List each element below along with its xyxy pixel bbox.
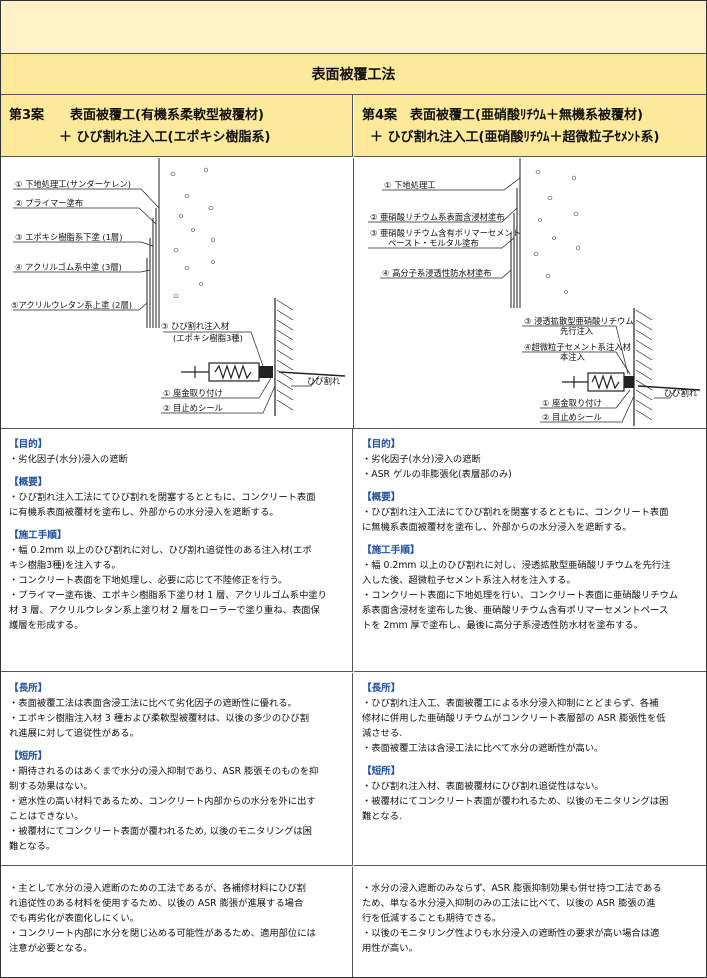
- case3-procedure-line: キシ樹脂3種)を注入する。: [9, 560, 121, 571]
- case3-overview-line: に有機系表面被覆材を塗布し、外部からの水分浸入を遮断する。: [9, 507, 279, 518]
- case4-merit-line: ・ひび割れ注入工、表面被覆工による水分浸入抑制にとどまらず、各補: [362, 698, 659, 709]
- case4-procedure-line: トを 2mm 厚で塗布し、最後に高分子系浸透性防水材を塗布する。: [362, 620, 643, 631]
- case3-summary-line: ・コンクリート内部に水分を閉じ込める可能性があるため、適用部位には: [9, 928, 316, 939]
- case4-summary-line: 用性が高い。: [362, 943, 418, 954]
- case4-diagram-svg: ① 下地処理工 ② 亜硝酸リチウム系表面含浸材塗布 ③ 亜硝酸リチウム含有ポリマ…: [368, 158, 701, 426]
- case3-demerit-line: ・期待されるのはあくまで水分の浸入抑制であり、ASR 膨張そのものを抑: [9, 766, 319, 777]
- case4-layer-label: ③ 亜硝酸リチウム含有ポリマーセメント: [370, 228, 521, 238]
- case3-title: 第3案 表面被覆工(有機系柔軟型被覆材): [9, 108, 264, 123]
- case3-procedure-line: 材 3 層、アクリルウレタン系上塗り材 2 層をローラーで塗り重ね、表面保: [9, 605, 320, 616]
- case3-description: 【目的】 ・劣化因子(水分)浸入の遮断 【概要】 ・ひび割れ注入工法にてひび割れ…: [1, 429, 353, 672]
- header-band: [1, 1, 706, 54]
- case4-layer-label: ② 亜硝酸リチウム系表面含浸材塗布: [370, 212, 505, 222]
- case4-inject-label: 先行注入: [560, 326, 593, 336]
- case4-description: 【目的】 ・劣化因子(水分)浸入の遮断 ・ASR ゲルの非膨張化(表層部のみ) …: [354, 429, 706, 672]
- case3-evaluation: 【長所】 ・表面被覆工法は表面含浸工法に比べて劣化因子の遮断性に優れる。 ・エポ…: [1, 673, 353, 866]
- case4-procedure-line: 系表面含浸材を塗布した後、亜硝酸リチウム含有ポリマーセメントペース: [362, 605, 669, 616]
- case4-procedure-line: 入した後、超微粒子セメント系注入材を注入する。: [362, 575, 576, 586]
- case4-demerit-heading: 【短所】: [362, 766, 401, 777]
- case4-inject-label: ③ 浸透拡散型亜硝酸リチウム: [524, 316, 634, 326]
- case4-evaluation: 【長所】 ・ひび割れ注入工、表面被覆工による水分浸入抑制にとどまらず、各補 修材…: [354, 673, 706, 866]
- case4-demerit-line: ・ひび割れ注入材、表面被覆材にひび割れ追従性はない。: [362, 781, 604, 792]
- case4-summary-line: ・水分の浸入遮断のみならず、ASR 膨張抑制効果も併せ持つ工法である: [362, 883, 662, 894]
- case3-layer-label: ② プライマー塗布: [15, 198, 83, 208]
- case3-layer-label: ③ エポキシ樹脂系下塗 (1層): [15, 232, 122, 242]
- case3-purpose-line: ・劣化因子(水分)浸入の遮断: [9, 454, 128, 465]
- case3-overview-line: ・ひび割れ注入工法にてひび割れを閉塞するとともに、コンクリート表面: [9, 492, 316, 503]
- case4-title: 第4案 表面被覆工(亜硝酸ﾘﾁｳﾑ＋無機系被覆材): [362, 108, 643, 123]
- case3-seal-label: ② 目止めシール: [163, 403, 223, 413]
- case3-merit-heading: 【長所】: [9, 683, 48, 694]
- case3-diagram: ① 下地処理工(サンダーケレン) ② プライマー塗布 ③ エポキシ樹脂系下塗 (…: [1, 158, 354, 429]
- case3-inject-label: ③ ひび割れ注入材: [161, 321, 229, 331]
- case4-purpose-heading: 【目的】: [362, 439, 401, 450]
- case3-purpose-heading: 【目的】: [9, 439, 48, 450]
- case3-summary-line: れ追従性のある材料を使用するため、以後の ASR 膨張が進展する場合: [9, 898, 304, 909]
- case4-summary-line: ・以後のモニタリング性よりも水分浸入の遮断性の要求が高い場合は適: [362, 928, 660, 939]
- case4-layer-label: ① 下地処理工: [384, 180, 436, 190]
- case4-diagram: ① 下地処理工 ② 亜硝酸リチウム系表面含浸材塗布 ③ 亜硝酸リチウム含有ポリマ…: [354, 158, 706, 429]
- case3-inject-material: (エポキシ樹脂3種): [173, 333, 243, 343]
- case3-demerit-heading: 【短所】: [9, 751, 48, 762]
- case4-demerit-line: 難となる.: [362, 811, 402, 822]
- case3-overview-heading: 【概要】: [9, 477, 48, 488]
- case3-procedure-line: ・幅 0.2mm 以上のひび割れに対し、ひび割れ追従性のある注入材(エポ: [9, 545, 312, 556]
- case3-merit-line: れ進展に対して追従性がある。: [9, 728, 139, 739]
- case4-demerit-line: ・被覆材にてコンクリート表面が覆われるため、以後のモニタリングは困: [362, 796, 669, 807]
- case4-summary-line: ため、単なる水分浸入抑制のみの工法に比べて、以後の ASR 膨張の進: [362, 898, 656, 909]
- case4-layer-label: ペースト・モルタル塗布: [388, 238, 479, 248]
- case4-procedure-line: ・コンクリート表面に下地処理を行い、コンクリート表面に亜硝酸リチウム: [362, 590, 679, 601]
- case3-demerit-line: ・遮水性の高い材料であるため、コンクリート内部からの水分を外に出す: [9, 796, 316, 807]
- case3-summary-line: でも再劣化が表面化しにくい。: [9, 913, 139, 924]
- case4-heading: 第4案 表面被覆工(亜硝酸ﾘﾁｳﾑ＋無機系被覆材) ＋ ひび割れ注入工(亜硝酸ﾘ…: [354, 95, 706, 157]
- case3-merit-line: ・エポキシ樹脂注入材 3 種および柔軟型被覆材は、以後の多少のひび割: [9, 713, 310, 724]
- case3-demerit-line: ことはできない。: [9, 811, 84, 822]
- case3-diagram-svg: ① 下地処理工(サンダーケレン) ② プライマー塗布 ③ エポキシ樹脂系下塗 (…: [11, 158, 346, 416]
- case4-overview-line: に無機系表面被覆材を塗布し、外部からの水分浸入を遮断する。: [362, 522, 632, 533]
- case4-purpose-line: ・ASR ゲルの非膨張化(表層部のみ): [362, 469, 512, 480]
- case3-crack-label: ひび割れ: [307, 376, 341, 386]
- case4-inject-label: ④超微粒子セメント系注入材: [524, 342, 631, 352]
- case4-merit-line: 減させる.: [362, 728, 403, 739]
- case4-purpose-line: ・劣化因子(水分)浸入の遮断: [362, 454, 481, 465]
- case3-demerit-line: 制する効果はない。: [9, 781, 93, 792]
- case3-demerit-line: 難となる。: [9, 841, 56, 852]
- sheet-title: 表面被覆工法: [1, 54, 706, 95]
- case4-summary: ・水分の浸入遮断のみならず、ASR 膨張抑制効果も併せ持つ工法である ため、単な…: [354, 867, 706, 977]
- case4-summary-line: 行を低減することも期待できる。: [362, 913, 502, 924]
- case3-merit-line: ・表面被覆工法は表面含浸工法に比べて劣化因子の遮断性に優れる。: [9, 698, 297, 709]
- case4-merit-line: ・表面被覆工法は含浸工法に比べて水分の遮断性が高い。: [362, 743, 604, 754]
- case3-procedure-line: 護層を形成する。: [9, 620, 84, 631]
- case4-procedure-heading: 【施工手順】: [362, 545, 420, 556]
- case4-merit-line: 修材に併用した亜硝酸リチウムがコンクリート表層部の ASR 膨張性を低: [362, 713, 666, 724]
- case4-overview-heading: 【概要】: [362, 492, 401, 503]
- case3-demerit-line: ・被覆材にてコンクリート表面が覆われるため, 以後のモニタリングは困: [9, 826, 312, 837]
- case4-layer-label: ④ 高分子系浸透性防水材塗布: [382, 268, 492, 278]
- case4-crack-label: ひび割れ: [664, 388, 698, 398]
- case3-procedure-line: ・コンクリート表面を下地処理し、必要に応じて不陸修正を行う。: [9, 575, 288, 586]
- case4-base-label: ① 座金取り付け: [542, 398, 602, 408]
- case4-procedure-line: ・幅 0.2mm 以上のひび割れに対し、浸透拡散型亜硝酸リチウムを先行注: [362, 560, 671, 571]
- case3-summary-line: ・主として水分の浸入遮断のための工法であるが、各補修材料にひび割: [9, 883, 306, 894]
- case3-layer-label: ④ アクリルゴム系中塗 (3層): [15, 262, 122, 272]
- case3-subtitle: ＋ ひび割れ注入工(エポキシ樹脂系): [59, 130, 271, 145]
- case3-summary: ・主として水分の浸入遮断のための工法であるが、各補修材料にひび割 れ追従性のある…: [1, 867, 353, 977]
- case3-layer-label: ① 下地処理工(サンダーケレン): [15, 179, 131, 189]
- case3-layer-label: ⑤アクリルウレタン系上塗 (2層): [11, 300, 132, 310]
- case3-heading: 第3案 表面被覆工(有機系柔軟型被覆材) ＋ ひび割れ注入工(エポキシ樹脂系): [1, 95, 353, 157]
- case4-merit-heading: 【長所】: [362, 683, 401, 694]
- case3-base-label: ① 座金取り付け: [163, 388, 223, 398]
- case4-overview-line: ・ひび割れ注入工法にてひび割れを閉塞するとともに、コンクリート表面: [362, 507, 669, 518]
- case3-procedure-line: ・プライマー塗布後、エポキシ樹脂系下塗り材 1 層、アクリルゴム系中塗り: [9, 590, 327, 601]
- case4-inject-label: 本注入: [560, 352, 585, 362]
- case3-procedure-heading: 【施工手順】: [9, 530, 67, 541]
- case4-subtitle: ＋ ひび割れ注入工(亜硝酸ﾘﾁｳﾑ＋超微粒子ｾﾒﾝﾄ系): [370, 130, 660, 145]
- case3-summary-line: 注意が必要となる。: [9, 943, 93, 954]
- case4-seal-label: ② 目止めシール: [542, 412, 602, 422]
